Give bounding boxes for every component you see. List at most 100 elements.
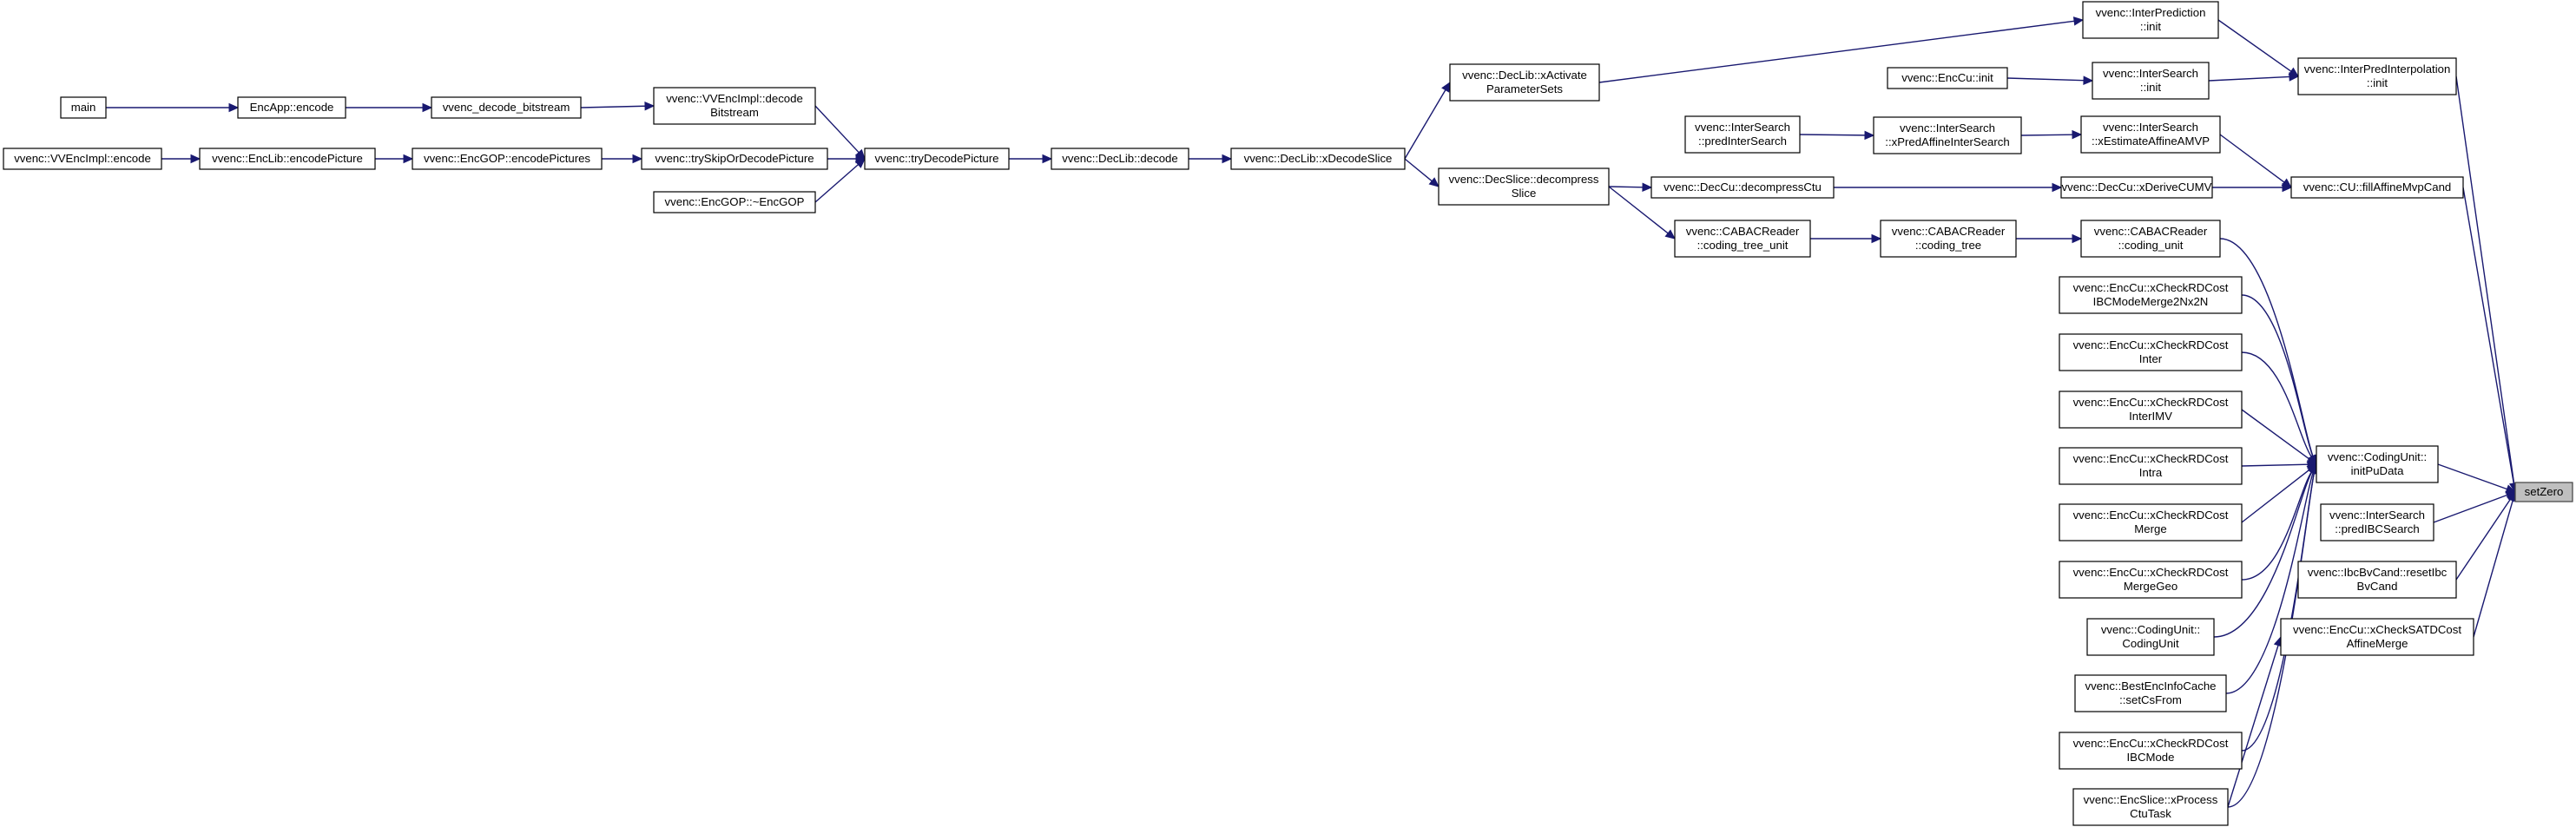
node-box — [60, 96, 107, 119]
node-label: vvenc::InterSearch — [1695, 121, 1790, 134]
edge-decompress-slice-to-coding-tree-unit — [1608, 186, 1676, 240]
edge-line — [814, 105, 860, 154]
node-label: Merge — [2134, 522, 2166, 535]
edge-line — [2455, 498, 2512, 581]
node-label: vvenc::EncGOP::encodePictures — [424, 152, 590, 165]
edge-line — [2241, 463, 2309, 467]
edge-x-check-rdcost-inter-imv-to-init-pu-data — [2241, 409, 2317, 465]
edge-line — [2213, 471, 2313, 638]
node-box — [1438, 167, 1610, 206]
edge-line — [2006, 77, 2085, 82]
node-box — [653, 191, 816, 213]
node-main[interactable]: main — [60, 96, 107, 119]
node-inter-search-init[interactable]: vvenc::InterSearch::init — [2092, 62, 2210, 100]
nodes-layer: setZerovvenc::CodingUnit::initPuDatavven… — [3, 1, 2573, 826]
node-box — [2059, 333, 2243, 371]
node-label: ::init — [2140, 20, 2162, 33]
edge-interp-init-to-set-zero — [2455, 75, 2519, 494]
node-try-decode-picture[interactable]: vvenc::tryDecodePicture — [864, 148, 1010, 170]
node-init-pu-data[interactable]: vvenc::CodingUnit::initPuData — [2316, 445, 2439, 483]
node-x-derive-cumv[interactable]: vvenc::DecCu::xDeriveCUMV — [2060, 176, 2213, 199]
node-box — [1887, 67, 2008, 89]
edge-arrowhead — [1428, 177, 1440, 187]
node-label: vvenc::EncCu::xCheckRDCost — [2073, 452, 2229, 465]
node-enc-gopdtor[interactable]: vvenc::EncGOP::~EncGOP — [653, 191, 816, 213]
node-box — [1873, 116, 2022, 154]
node-label: ::xEstimateAffineAMVP — [2092, 135, 2210, 148]
edge-x-decode-slice-to-decompress-slice — [1404, 158, 1440, 187]
node-box — [2316, 445, 2439, 483]
node-inter-pred-init[interactable]: vvenc::InterPrediction::init — [2082, 1, 2219, 39]
node-label: IBCModeMerge2Nx2N — [2093, 295, 2209, 308]
node-box — [1051, 148, 1189, 170]
edge-arrowhead — [422, 102, 433, 113]
node-coding-tree-unit[interactable]: vvenc::CABACReader::coding_tree_unit — [1674, 220, 1811, 258]
node-enc-app-encode[interactable]: EncApp::encode — [237, 96, 346, 119]
node-x-estimate-affine-amvp[interactable]: vvenc::InterSearch::xEstimateAffineAMVP — [2080, 115, 2221, 154]
node-label: vvenc::EncLib::encodePicture — [212, 152, 363, 165]
node-label: vvenc::InterSearch — [2103, 121, 2198, 134]
node-label: CtuTask — [2130, 807, 2171, 820]
node-decompress-ctu[interactable]: vvenc::DecCu::decompressCtu — [1650, 176, 1835, 199]
edge-arrowhead — [2083, 75, 2094, 85]
node-label: vvenc::InterSearch — [2103, 67, 2198, 80]
node-x-decode-slice[interactable]: vvenc::DecLib::xDecodeSlice — [1230, 148, 1406, 170]
node-box — [2059, 732, 2243, 770]
node-vvenc-impl-encode[interactable]: vvenc::VVEncImpl::encode — [3, 148, 162, 170]
node-box — [2059, 447, 2243, 485]
node-pred-ibcsearch[interactable]: vvenc::InterSearch::predIBCSearch — [2320, 503, 2434, 541]
edge-pred-inter-search-to-x-pred-affine-inter-search — [1799, 130, 1875, 141]
node-interp-init[interactable]: vvenc::InterPredInterpolation::init — [2297, 57, 2457, 95]
node-set-zero[interactable]: setZero — [2514, 482, 2573, 502]
edge-vvenc-decode-bitstream-to-decode-bitstream — [580, 101, 656, 111]
node-coding-tree[interactable]: vvenc::CABACReader::coding_tree — [1880, 220, 2017, 258]
edge-vvenc-impl-encode-to-encode-picture — [161, 154, 201, 164]
node-label: vvenc_decode_bitstream — [443, 101, 570, 114]
node-set-cs-from[interactable]: vvenc::BestEncInfoCache::setCsFrom — [2074, 674, 2227, 712]
node-box — [2074, 674, 2227, 712]
node-vvenc-decode-bitstream[interactable]: vvenc_decode_bitstream — [431, 96, 582, 119]
edge-arrowhead — [403, 154, 414, 164]
node-label: vvenc::EncCu::xCheckRDCost — [2073, 737, 2229, 750]
node-coding-unit-cabac[interactable]: vvenc::CABACReader::coding_unit — [2080, 220, 2221, 258]
node-enc-cu-init[interactable]: vvenc::EncCu::init — [1887, 67, 2008, 89]
edge-arrowhead — [2289, 72, 2300, 82]
edge-enc-app-encode-to-vvenc-decode-bitstream — [346, 102, 433, 113]
node-fill-affine-mvp-cand[interactable]: vvenc::CU::fillAffineMvpCand — [2290, 176, 2464, 199]
node-try-skip-or-decode-picture[interactable]: vvenc::trySkipOrDecodePicture — [641, 148, 828, 170]
node-x-check-rdcost-ibcmode-merge2-nx2-n[interactable]: vvenc::EncCu::xCheckRDCostIBCModeMerge2N… — [2059, 276, 2243, 314]
edge-coding-tree-unit-to-coding-tree — [1810, 233, 1882, 244]
node-box — [1449, 63, 1600, 102]
edge-arrowhead — [2072, 233, 2083, 244]
edge-main-to-enc-app-encode — [106, 102, 240, 113]
edge-x-estimate-affine-amvp-to-fill-affine-mvp-cand — [2219, 134, 2292, 188]
edge-x-decode-slice-to-x-activate-parameter-sets — [1404, 81, 1451, 160]
edges-layer — [106, 16, 2519, 808]
edge-line — [2241, 294, 2314, 457]
edge-x-derive-cumv-to-fill-affine-mvp-cand — [2212, 182, 2293, 193]
node-encode-picture[interactable]: vvenc::EncLib::encodePicture — [199, 148, 376, 170]
node-pred-inter-search[interactable]: vvenc::InterSearch::predInterSearch — [1684, 115, 1801, 154]
node-encode-pictures[interactable]: vvenc::EncGOP::encodePictures — [412, 148, 603, 170]
edge-arrowhead — [644, 101, 656, 111]
edge-arrowhead — [2072, 16, 2085, 26]
node-coding-unit-ctor[interactable]: vvenc::CodingUnit::CodingUnit — [2086, 618, 2215, 656]
node-dec-lib-decode[interactable]: vvenc::DecLib::decode — [1051, 148, 1189, 170]
node-x-pred-affine-inter-search[interactable]: vvenc::InterSearch::xPredAffineInterSear… — [1873, 116, 2022, 154]
edge-x-check-rdcost-inter-to-init-pu-data — [2241, 351, 2317, 466]
node-box — [1880, 220, 2017, 258]
node-label: vvenc::DecSlice::decompress — [1449, 173, 1599, 186]
node-label: ::init — [2367, 76, 2388, 89]
